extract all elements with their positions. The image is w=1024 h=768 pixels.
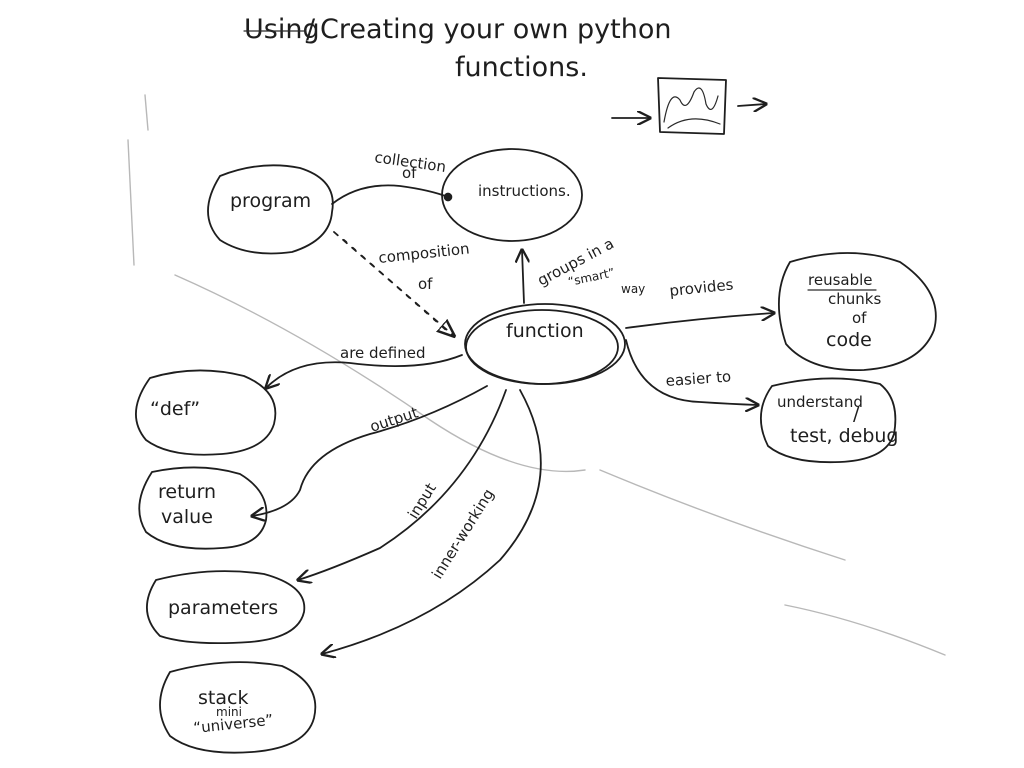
label-collection-of: of — [402, 164, 417, 182]
node-parameters-label: parameters — [168, 597, 278, 619]
node-understand-label-1: understand — [777, 393, 863, 411]
label-output: output — [368, 403, 421, 435]
title-slash: / — [306, 14, 316, 45]
node-stack-universe-label: “universe” — [193, 711, 274, 737]
node-program-label: program — [230, 190, 311, 212]
edge-program-instructions — [331, 184, 453, 205]
edge-function-parameters — [298, 389, 507, 580]
node-return-label-2: value — [161, 506, 213, 528]
node-understand[interactable]: understand / test, debug — [759, 377, 899, 464]
background-shading — [127, 94, 946, 656]
edges: collection of composition of groups in a… — [252, 148, 774, 654]
label-composition: composition — [378, 240, 471, 267]
label-provides: provides — [669, 275, 735, 300]
title-struck-word: Using — [244, 14, 320, 45]
edge-function-return — [252, 385, 488, 516]
node-reusable-label-2: chunks — [828, 290, 881, 308]
node-stack[interactable]: stack mini “universe” — [159, 661, 317, 754]
edge-function-instructions — [522, 250, 524, 304]
node-parameters[interactable]: parameters — [146, 570, 306, 645]
label-easier-to: easier to — [665, 367, 732, 390]
title-line-2: functions. — [455, 52, 588, 83]
edge-function-stack — [322, 389, 542, 654]
edge-function-reusable — [625, 313, 774, 329]
edge-function-def — [266, 354, 463, 388]
label-composition-of: of — [418, 275, 433, 293]
node-program[interactable]: program — [207, 164, 334, 255]
diagram-title: Using / Creating your own python functio… — [243, 14, 671, 83]
node-function-label: function — [506, 320, 584, 342]
node-function[interactable]: function — [464, 303, 626, 385]
node-instructions-label: instructions. — [478, 182, 571, 200]
node-instructions[interactable]: instructions. — [441, 148, 583, 242]
node-reusable-label-4: code — [826, 329, 872, 351]
label-are-defined: are defined — [340, 344, 425, 362]
edge-function-understand — [625, 339, 758, 405]
node-return-label-1: return — [158, 481, 216, 503]
nodes: program instructions. function “def” ret… — [135, 148, 937, 754]
node-reusable-label-3: of — [852, 309, 867, 327]
node-understand-slash: / — [853, 403, 860, 425]
node-understand-label-2: test, debug — [790, 425, 898, 447]
node-def-label: “def” — [150, 398, 200, 420]
node-stack-mini-label: mini — [216, 705, 242, 719]
label-groups-way: way — [621, 282, 645, 296]
label-input: input — [404, 480, 440, 522]
node-def[interactable]: “def” — [135, 369, 277, 456]
node-return-value[interactable]: return value — [138, 466, 268, 550]
node-reusable-code[interactable]: reusable chunks of code — [778, 252, 937, 371]
node-reusable-label-1: reusable — [808, 271, 873, 289]
title-line-1: Creating your own python — [320, 14, 671, 45]
black-box-icon — [611, 77, 766, 135]
node-stack-label: stack — [198, 687, 248, 709]
